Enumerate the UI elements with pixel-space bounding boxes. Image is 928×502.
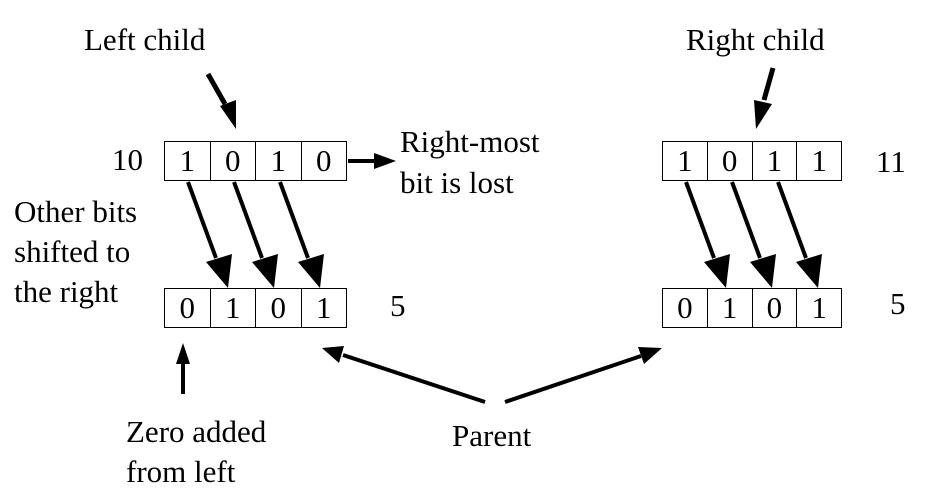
right-child-pointer-arrow: [754, 67, 776, 129]
right-child-bit-2: 1: [753, 142, 798, 180]
right-child-bit-1: 0: [708, 142, 753, 180]
left-child-label: Left child: [84, 22, 206, 57]
right-shift-arrow-2: [730, 181, 776, 288]
left-parent-register: 0 1 0 1: [164, 288, 347, 328]
right-parent-bit-0: 0: [663, 289, 708, 327]
right-child-bit-0: 1: [663, 142, 708, 180]
zero-added-label-line2: from left: [126, 454, 236, 489]
left-shift-arrow-2: [232, 181, 278, 288]
right-parent-value: 5: [890, 286, 906, 321]
right-child-label: Right child: [686, 22, 825, 57]
right-parent-register: 0 1 0 1: [662, 288, 842, 328]
left-child-pointer-arrow: [205, 72, 236, 129]
right-parent-bit-3: 1: [811, 290, 827, 325]
left-parent-value: 5: [390, 288, 406, 323]
left-child-bit-2: 1: [256, 142, 302, 180]
parent-label: Parent: [452, 418, 532, 453]
left-child-register: 1 0 1 0: [164, 141, 347, 181]
parent-to-left-arrow: [322, 346, 486, 404]
right-shift-arrow-1: [684, 181, 730, 288]
other-bits-label-line3: the right: [14, 274, 119, 309]
right-most-bit-lost-arrow: [348, 153, 396, 169]
left-child-bit-1: 0: [211, 142, 256, 180]
left-parent-bit-2: 0: [256, 289, 302, 327]
left-child-value: 10: [112, 142, 143, 177]
right-most-lost-label-line2: bit is lost: [400, 165, 514, 200]
right-parent-bit-1: 1: [708, 289, 753, 327]
left-parent-bit-3: 1: [316, 290, 332, 325]
left-child-bit-0: 1: [165, 142, 211, 180]
right-most-lost-label-line1: Right-most: [400, 124, 540, 159]
right-parent-bit-2: 0: [753, 289, 798, 327]
other-bits-label-line2: shifted to: [14, 234, 131, 269]
left-shift-arrow-3: [278, 181, 324, 288]
right-shift-arrow-3: [776, 181, 822, 288]
left-parent-bit-1: 1: [211, 289, 256, 327]
zero-added-arrow: [176, 343, 190, 394]
parent-to-right-arrow: [504, 347, 662, 404]
right-child-value: 11: [876, 144, 906, 179]
left-shift-arrow-1: [186, 181, 232, 288]
right-child-register: 1 0 1 1: [662, 141, 842, 181]
left-parent-bit-0: 0: [165, 289, 211, 327]
other-bits-label-line1: Other bits: [14, 194, 138, 229]
right-child-bit-3: 1: [811, 143, 827, 178]
left-child-bit-3: 0: [316, 143, 332, 178]
zero-added-label-line1: Zero added: [126, 414, 267, 449]
